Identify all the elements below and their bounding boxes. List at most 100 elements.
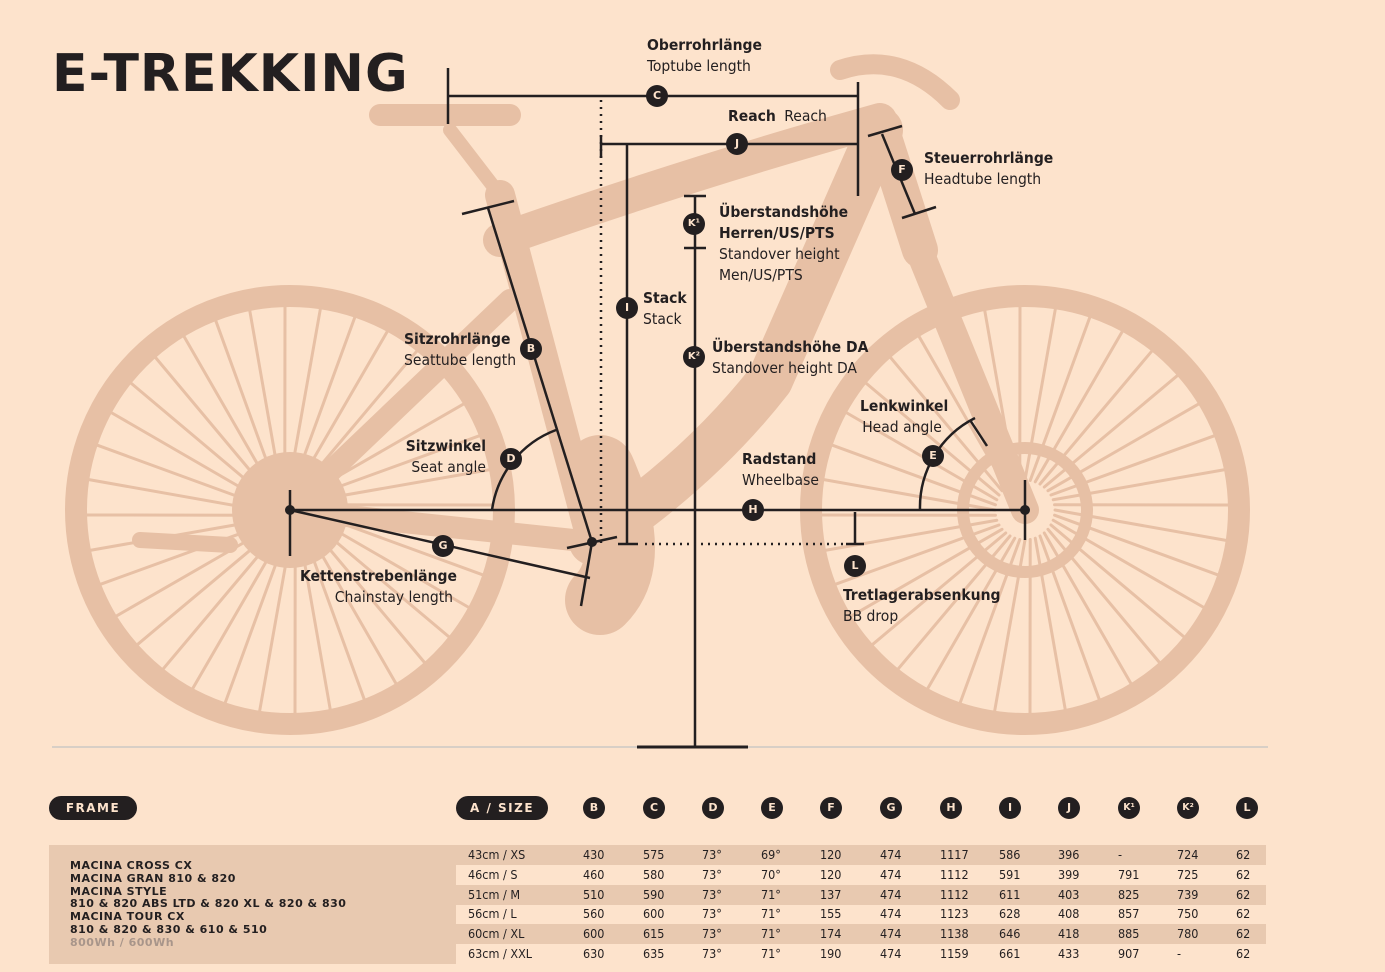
badge-D: D bbox=[500, 448, 522, 470]
spoke bbox=[223, 538, 287, 705]
label-F: Steuerrohrlänge Headtube length bbox=[924, 148, 1053, 190]
value-cell: 71° bbox=[761, 906, 781, 922]
header-badge-10: K² bbox=[1177, 797, 1199, 819]
value-cell: 73° bbox=[702, 847, 722, 862]
value-cell: 418 bbox=[1058, 926, 1080, 942]
value-cell: 174 bbox=[820, 926, 842, 942]
badge-H: H bbox=[742, 499, 764, 521]
spoke bbox=[316, 468, 492, 502]
size-cell: 60cm / XL bbox=[468, 926, 525, 942]
label-I-en: Stack bbox=[643, 310, 682, 328]
label-F-de: Steuerrohrlänge bbox=[924, 149, 1054, 167]
label-C: Oberrohrlänge Toptube length bbox=[647, 35, 762, 77]
value-cell: 907 bbox=[1118, 946, 1140, 961]
label-I-de: Stack bbox=[643, 289, 687, 307]
size-cell: 56cm / L bbox=[468, 906, 517, 922]
label-H-de: Radstand bbox=[742, 450, 817, 468]
value-cell: 586 bbox=[999, 847, 1021, 862]
seatstay bbox=[279, 289, 521, 521]
value-cell: 600 bbox=[643, 906, 665, 922]
label-L-en: BB drop bbox=[843, 607, 899, 625]
kickstand bbox=[132, 532, 238, 553]
label-B-de: Sitzrohrlänge bbox=[404, 330, 511, 348]
page-title: E-TREKKING bbox=[52, 44, 409, 104]
value-cell: 62 bbox=[1236, 926, 1251, 942]
spoke bbox=[298, 536, 332, 712]
value-cell: 71° bbox=[761, 886, 781, 902]
value-cell: 750 bbox=[1177, 906, 1199, 922]
label-D-de: Sitzwinkel bbox=[405, 437, 486, 455]
label-G: Kettenstrebenlänge Chainstay length bbox=[300, 566, 457, 608]
label-L: Tretlagerabsenkung BB drop bbox=[843, 585, 1001, 627]
value-cell: 780 bbox=[1177, 926, 1199, 942]
label-E-en: Head angle bbox=[862, 418, 942, 436]
size-cell: 51cm / M bbox=[468, 886, 521, 902]
badge-J: J bbox=[726, 133, 748, 155]
label-C-de: Oberrohrlänge bbox=[647, 36, 763, 54]
seatpost bbox=[443, 123, 507, 202]
value-cell: 62 bbox=[1236, 946, 1251, 961]
label-B: Sitzrohrlänge Seattube length bbox=[404, 329, 516, 371]
spoke bbox=[303, 349, 419, 486]
label-F-en: Headtube length bbox=[924, 170, 1042, 188]
top-tube bbox=[483, 103, 897, 257]
label-H-en: Wheelbase bbox=[742, 471, 819, 489]
header-badge-0: B bbox=[583, 797, 605, 819]
model-line: MACINA TOUR CX bbox=[70, 910, 185, 923]
value-cell: 460 bbox=[583, 866, 605, 882]
value-cell: 474 bbox=[880, 866, 902, 882]
spoke bbox=[190, 536, 282, 691]
label-E-de: Lenkwinkel bbox=[860, 397, 949, 415]
value-cell: 403 bbox=[1058, 886, 1080, 902]
value-cell: 62 bbox=[1236, 906, 1251, 922]
label-K2-de: Überstandshöhe DA bbox=[712, 338, 869, 356]
value-cell: 575 bbox=[643, 847, 665, 862]
model-line: 810 & 820 ABS LTD & 820 XL & 820 & 830 bbox=[70, 897, 347, 910]
value-cell: 155 bbox=[820, 906, 842, 922]
spoke bbox=[293, 315, 357, 482]
spoke bbox=[95, 443, 262, 507]
value-cell: 396 bbox=[1058, 847, 1080, 862]
model-line: 810 & 820 & 830 & 610 & 510 bbox=[70, 923, 268, 936]
spoke bbox=[316, 518, 471, 610]
value-cell: - bbox=[1177, 946, 1182, 961]
chainstay bbox=[279, 499, 603, 553]
header-badge-8: J bbox=[1058, 797, 1080, 819]
badge-G: G bbox=[432, 535, 454, 557]
value-cell: 474 bbox=[880, 886, 902, 902]
value-cell: 73° bbox=[702, 906, 722, 922]
value-cell: 1112 bbox=[940, 886, 969, 902]
value-cell: 70° bbox=[761, 866, 781, 882]
spoke bbox=[311, 527, 427, 665]
spoke bbox=[314, 434, 482, 497]
badge-C: C bbox=[646, 85, 668, 107]
value-cell: 724 bbox=[1177, 847, 1199, 862]
header-badge-2: D bbox=[702, 797, 724, 819]
value-cell: 1123 bbox=[940, 906, 969, 922]
value-cell: 857 bbox=[1118, 906, 1140, 922]
spoke bbox=[214, 318, 277, 486]
label-I: Stack Stack bbox=[643, 288, 687, 330]
spoke bbox=[86, 478, 262, 512]
label-K1-en1: Standover height bbox=[719, 245, 840, 263]
value-cell: 1138 bbox=[940, 926, 969, 942]
value-cell: 739 bbox=[1177, 886, 1199, 902]
label-K2: Überstandshöhe DA Standover height DA bbox=[712, 337, 868, 379]
size-cell: 46cm / S bbox=[468, 866, 518, 882]
spoke bbox=[114, 527, 269, 618]
badge-E: E bbox=[922, 445, 944, 467]
value-cell: 885 bbox=[1118, 926, 1140, 942]
spoke bbox=[303, 534, 366, 702]
value-cell: 1159 bbox=[940, 946, 969, 961]
value-cell: 1112 bbox=[940, 866, 969, 882]
label-D-en: Seat angle bbox=[411, 458, 486, 476]
handlebar bbox=[830, 54, 960, 110]
value-cell: 600 bbox=[583, 926, 605, 942]
label-J-de: Reach bbox=[728, 107, 776, 125]
header-badge-1: C bbox=[643, 797, 665, 819]
value-cell: 69° bbox=[761, 847, 781, 862]
value-cell: 791 bbox=[1118, 866, 1140, 882]
value-cell: 615 bbox=[643, 926, 665, 942]
